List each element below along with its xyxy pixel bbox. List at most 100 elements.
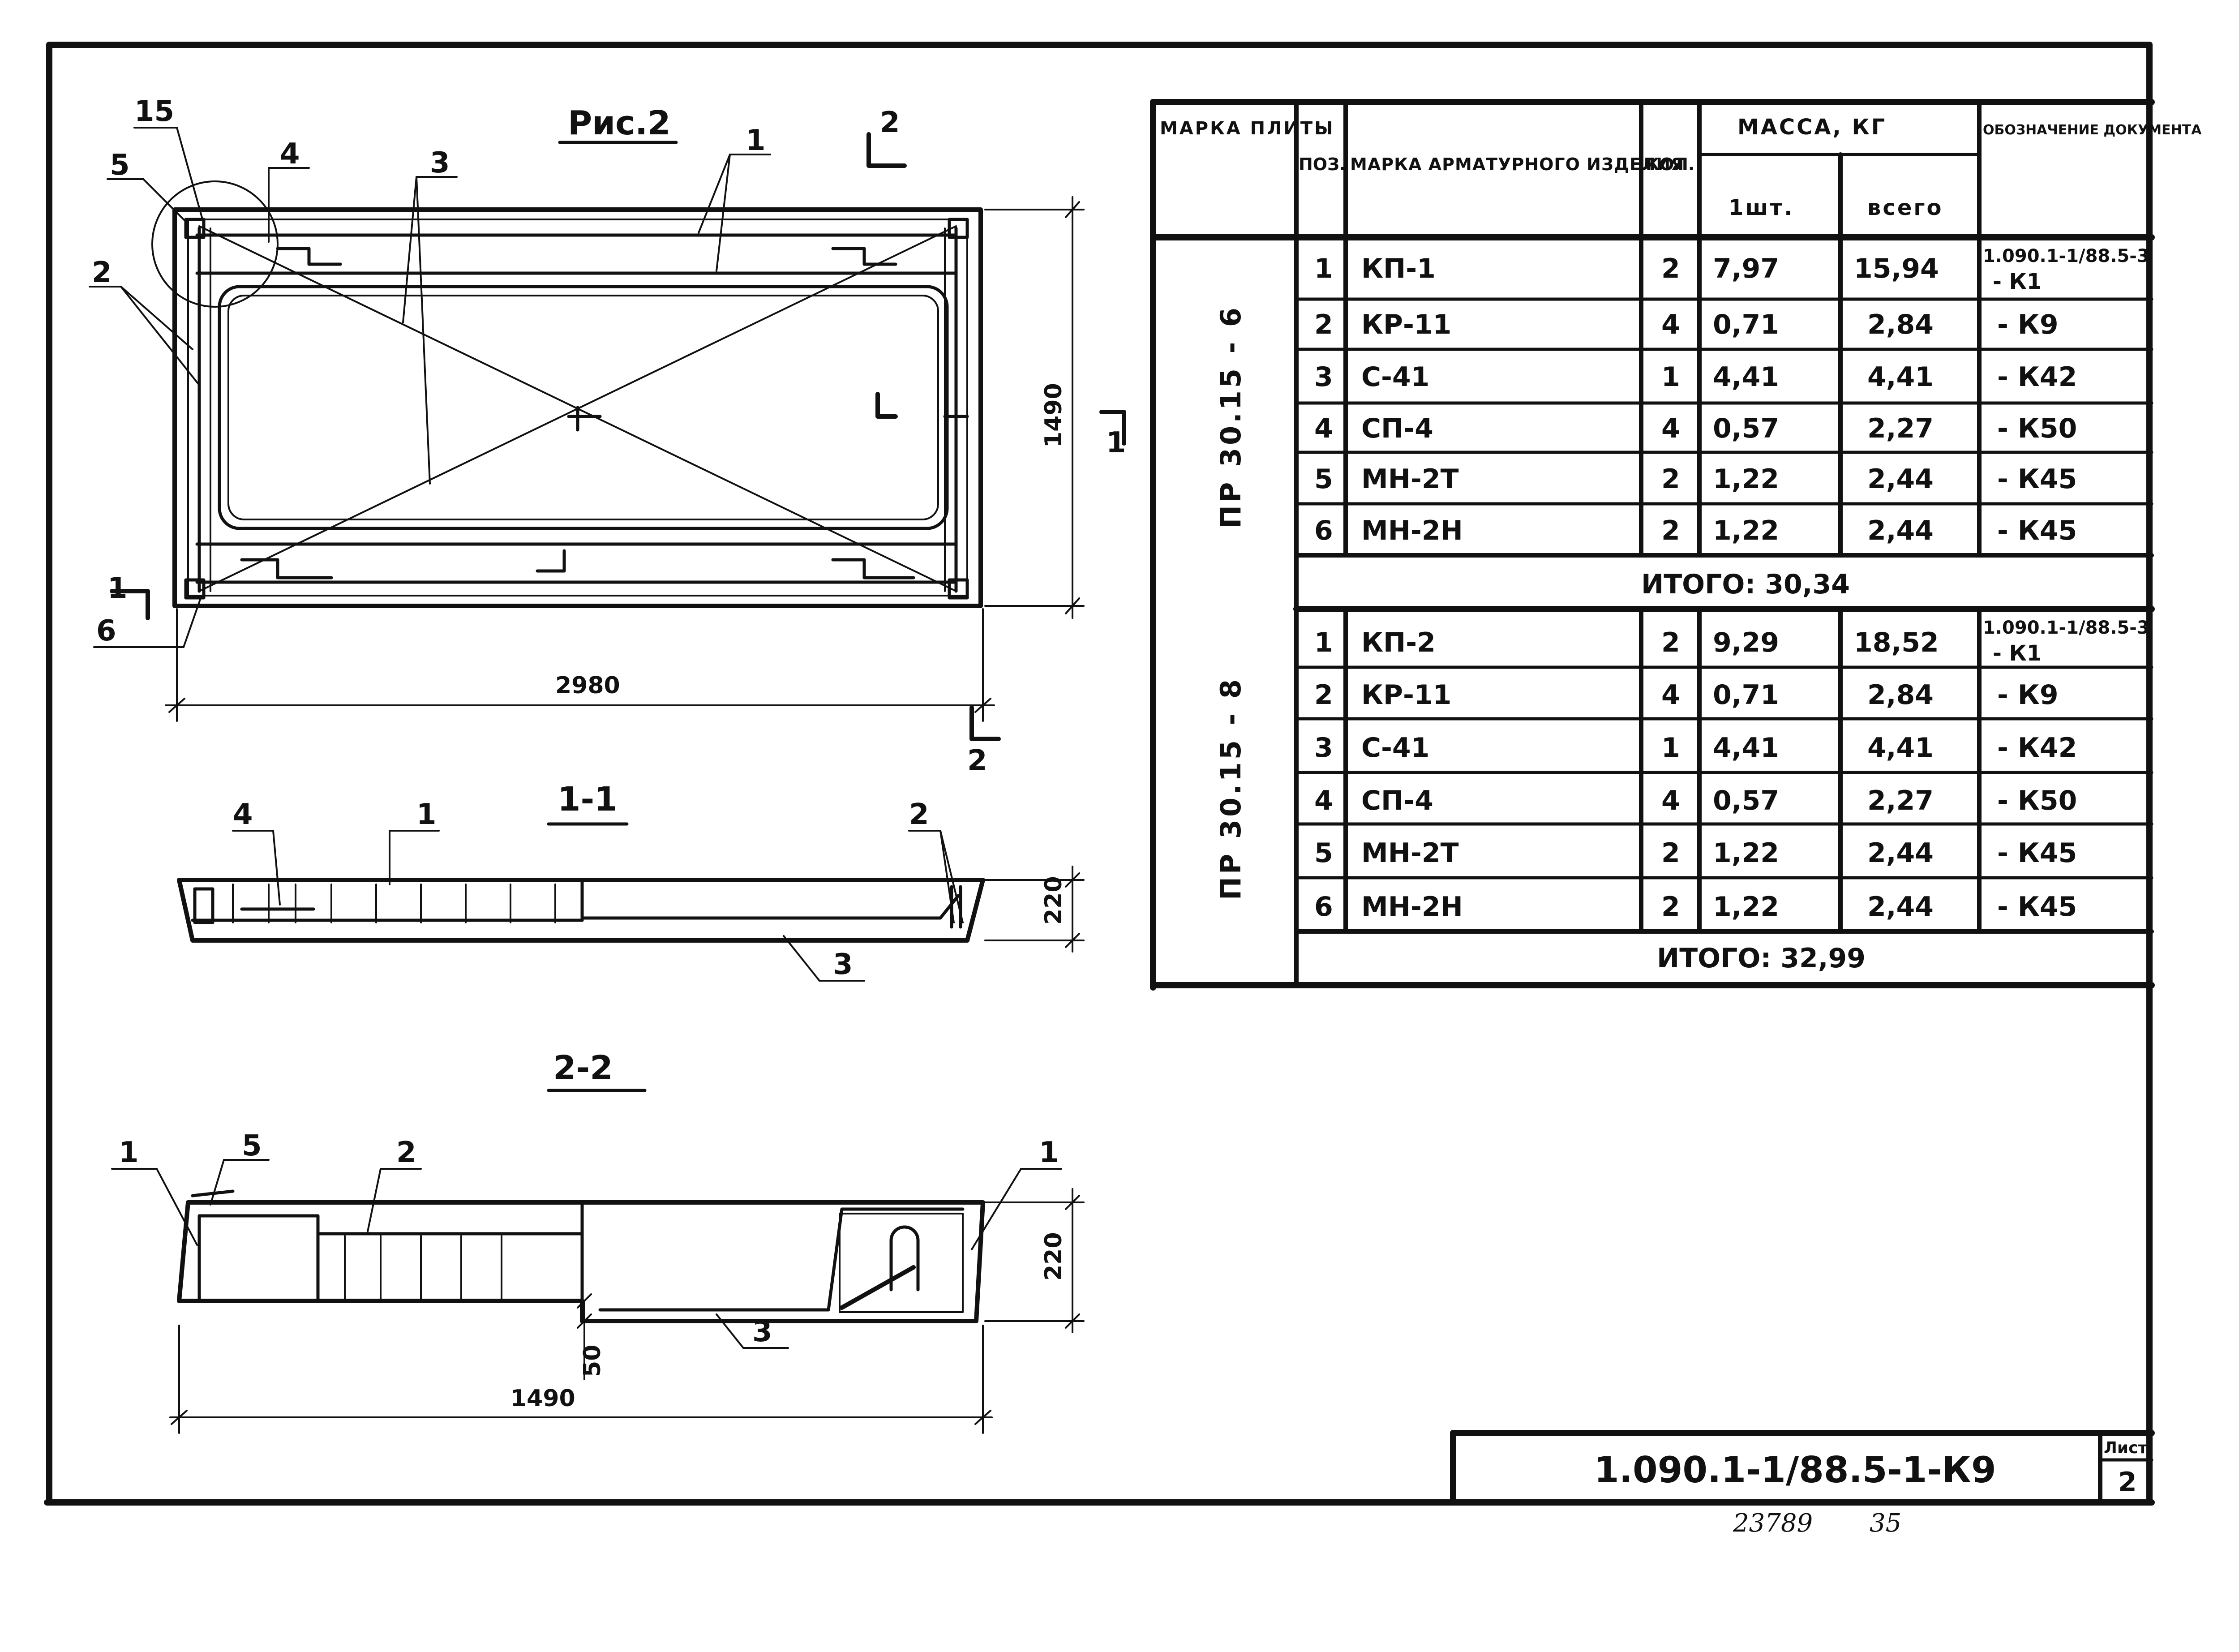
document-designation: 1.090.1-1/88.5-1-К9: [1594, 1449, 1996, 1491]
cell-total: 2,27: [1867, 785, 1934, 816]
cell-qty: 2: [1661, 253, 1680, 284]
cell-qty: 4: [1661, 309, 1680, 340]
table-row: 4 СП-4 4 0,57 2,27 - К50: [1314, 413, 2077, 444]
cell-total: 2,44: [1867, 891, 1934, 923]
cell-pos: 5: [1314, 463, 1333, 495]
s22-callout-1-left: 1: [119, 1136, 139, 1169]
cell-one: 0,71: [1713, 679, 1779, 711]
plan-callout-5: 5: [110, 149, 130, 182]
cell-pos: 3: [1314, 732, 1333, 764]
cell-total: 2,44: [1867, 515, 1934, 546]
cell-pos: 2: [1314, 309, 1333, 340]
title-block: [1450, 1430, 2155, 1506]
cell-one: 4,41: [1713, 361, 1779, 393]
cell-total: 2,44: [1867, 463, 1934, 495]
plan-callouts: [89, 127, 771, 648]
cell-item: КП-2: [1361, 627, 1436, 658]
s11-callout-1: 1: [416, 798, 437, 831]
s11-height-dimension: 220: [1040, 876, 1067, 925]
header-doc: ОБОЗНАЧЕНИЕ ДОКУМЕНТА: [1983, 122, 2202, 138]
s22-callout-1-right: 1: [1039, 1136, 1059, 1169]
s22-callout-5: 5: [242, 1129, 262, 1163]
cell-one: 1,22: [1713, 463, 1779, 495]
cell-total: 2,44: [1867, 837, 1934, 869]
cell-doc: - К45: [1997, 891, 2077, 923]
cell-one: 0,57: [1713, 785, 1779, 816]
cell-qty: 4: [1661, 413, 1680, 444]
s22-step-dimension: 50: [579, 1345, 606, 1377]
section-1-1-dimension-lines: [984, 866, 1085, 953]
cell-doc: 1.090.1-1/88.5-3: [1983, 246, 2149, 266]
header-pos: ПОЗ.: [1299, 154, 1346, 174]
plan-dimension-lines: [165, 196, 1085, 722]
table-row: 5 МН-2Т 2 1,22 2,44 - К45: [1314, 837, 2077, 869]
cell-one: 1,22: [1713, 837, 1779, 869]
header-qty: КОЛ.: [1646, 154, 1694, 174]
section-2-2-dimension-lines: [169, 1188, 1085, 1434]
s11-callout-2: 2: [909, 798, 929, 831]
cell-item: КР-11: [1361, 309, 1451, 340]
cell-qty: 4: [1661, 785, 1680, 816]
cell-doc: - К50: [1997, 785, 2077, 816]
cell-pos: 6: [1314, 891, 1333, 923]
cell-item: МН-2Н: [1361, 891, 1463, 923]
cell-doc: 1.090.1-1/88.5-3: [1983, 618, 2149, 638]
cell-item: КП-1: [1361, 253, 1436, 284]
cell-one: 9,29: [1713, 627, 1779, 658]
group-total: ИТОГО: 32,99: [1657, 943, 1866, 974]
cell-doc: - К45: [1997, 515, 2077, 546]
cell-one: 1,22: [1713, 891, 1779, 923]
cell-doc: - К50: [1997, 413, 2077, 444]
cell-qty: 4: [1661, 679, 1680, 711]
s11-callout-4: 4: [233, 798, 253, 831]
cell-qty: 2: [1661, 627, 1680, 658]
group-mark: ПР 30.15 - 6: [1214, 305, 1247, 528]
cell-pos: 3: [1314, 361, 1333, 393]
table-row: 3 С-41 1 4,41 4,41 - К42: [1314, 732, 2077, 764]
cell-qty: 2: [1661, 837, 1680, 869]
header-mass-one: 1шт.: [1729, 195, 1794, 220]
cell-total: 4,41: [1867, 732, 1934, 764]
cell-doc: - К9: [1997, 679, 2059, 711]
cell-item: МН-2Н: [1361, 515, 1463, 546]
cell-total: 4,41: [1867, 361, 1934, 393]
plan-callout-3: 3: [430, 146, 450, 180]
cell-item: С-41: [1361, 732, 1429, 764]
spec-table-grid: [1150, 99, 2155, 991]
plan-width-dimension: 2980: [555, 672, 620, 699]
section-2-2-callouts: [111, 1159, 1062, 1349]
header-mass-total: всего: [1867, 195, 1943, 220]
section-mark-left-1: 1: [107, 572, 128, 605]
cell-item: КР-11: [1361, 679, 1451, 711]
plan-callout-6: 6: [96, 614, 116, 648]
group-mark: ПР 30.15 - 8: [1214, 677, 1247, 900]
page-number: 35: [1870, 1509, 1901, 1538]
section-mark-right-1: 1: [1106, 426, 1126, 459]
cell-item: СП-4: [1361, 413, 1433, 444]
cell-item: МН-2Т: [1361, 463, 1459, 495]
plan-callout-1: 1: [746, 124, 766, 157]
cell-doc-suffix: - К1: [1993, 641, 2042, 666]
table-row: 1 КП-2 2 9,29 18,52 1.090.1-1/88.5-3 - К…: [1314, 618, 2149, 666]
section-mark-bottom-2: 2: [967, 744, 987, 777]
cell-pos: 1: [1314, 627, 1333, 658]
cell-qty: 2: [1661, 515, 1680, 546]
cell-doc-suffix: - К1: [1993, 269, 2042, 294]
cell-doc: - К42: [1997, 732, 2077, 764]
s11-callout-3: 3: [833, 948, 853, 981]
s22-height-dimension: 220: [1040, 1232, 1067, 1281]
section-1-1-callouts: [232, 830, 964, 982]
cell-doc: - К9: [1997, 309, 2059, 340]
cell-one: 0,57: [1713, 413, 1779, 444]
table-row: 6 МН-2Н 2 1,22 2,44 - К45: [1314, 891, 2077, 923]
table-row: 2 КР-11 4 0,71 2,84 - К9: [1314, 679, 2059, 711]
inventory-number: 23789: [1733, 1509, 1813, 1538]
cell-one: 0,71: [1713, 309, 1779, 340]
cell-pos: 5: [1314, 837, 1333, 869]
spec-table-header: МАРКА ПЛИТЫ ПОЗ. МАРКА АРМАТУРНОГО ИЗДЕЛ…: [1160, 115, 2202, 220]
plan-callout-15: 15: [134, 95, 174, 128]
plan-view: [151, 180, 983, 608]
sheet-number: 2: [2118, 1467, 2137, 1498]
s22-width-dimension: 1490: [510, 1385, 575, 1412]
